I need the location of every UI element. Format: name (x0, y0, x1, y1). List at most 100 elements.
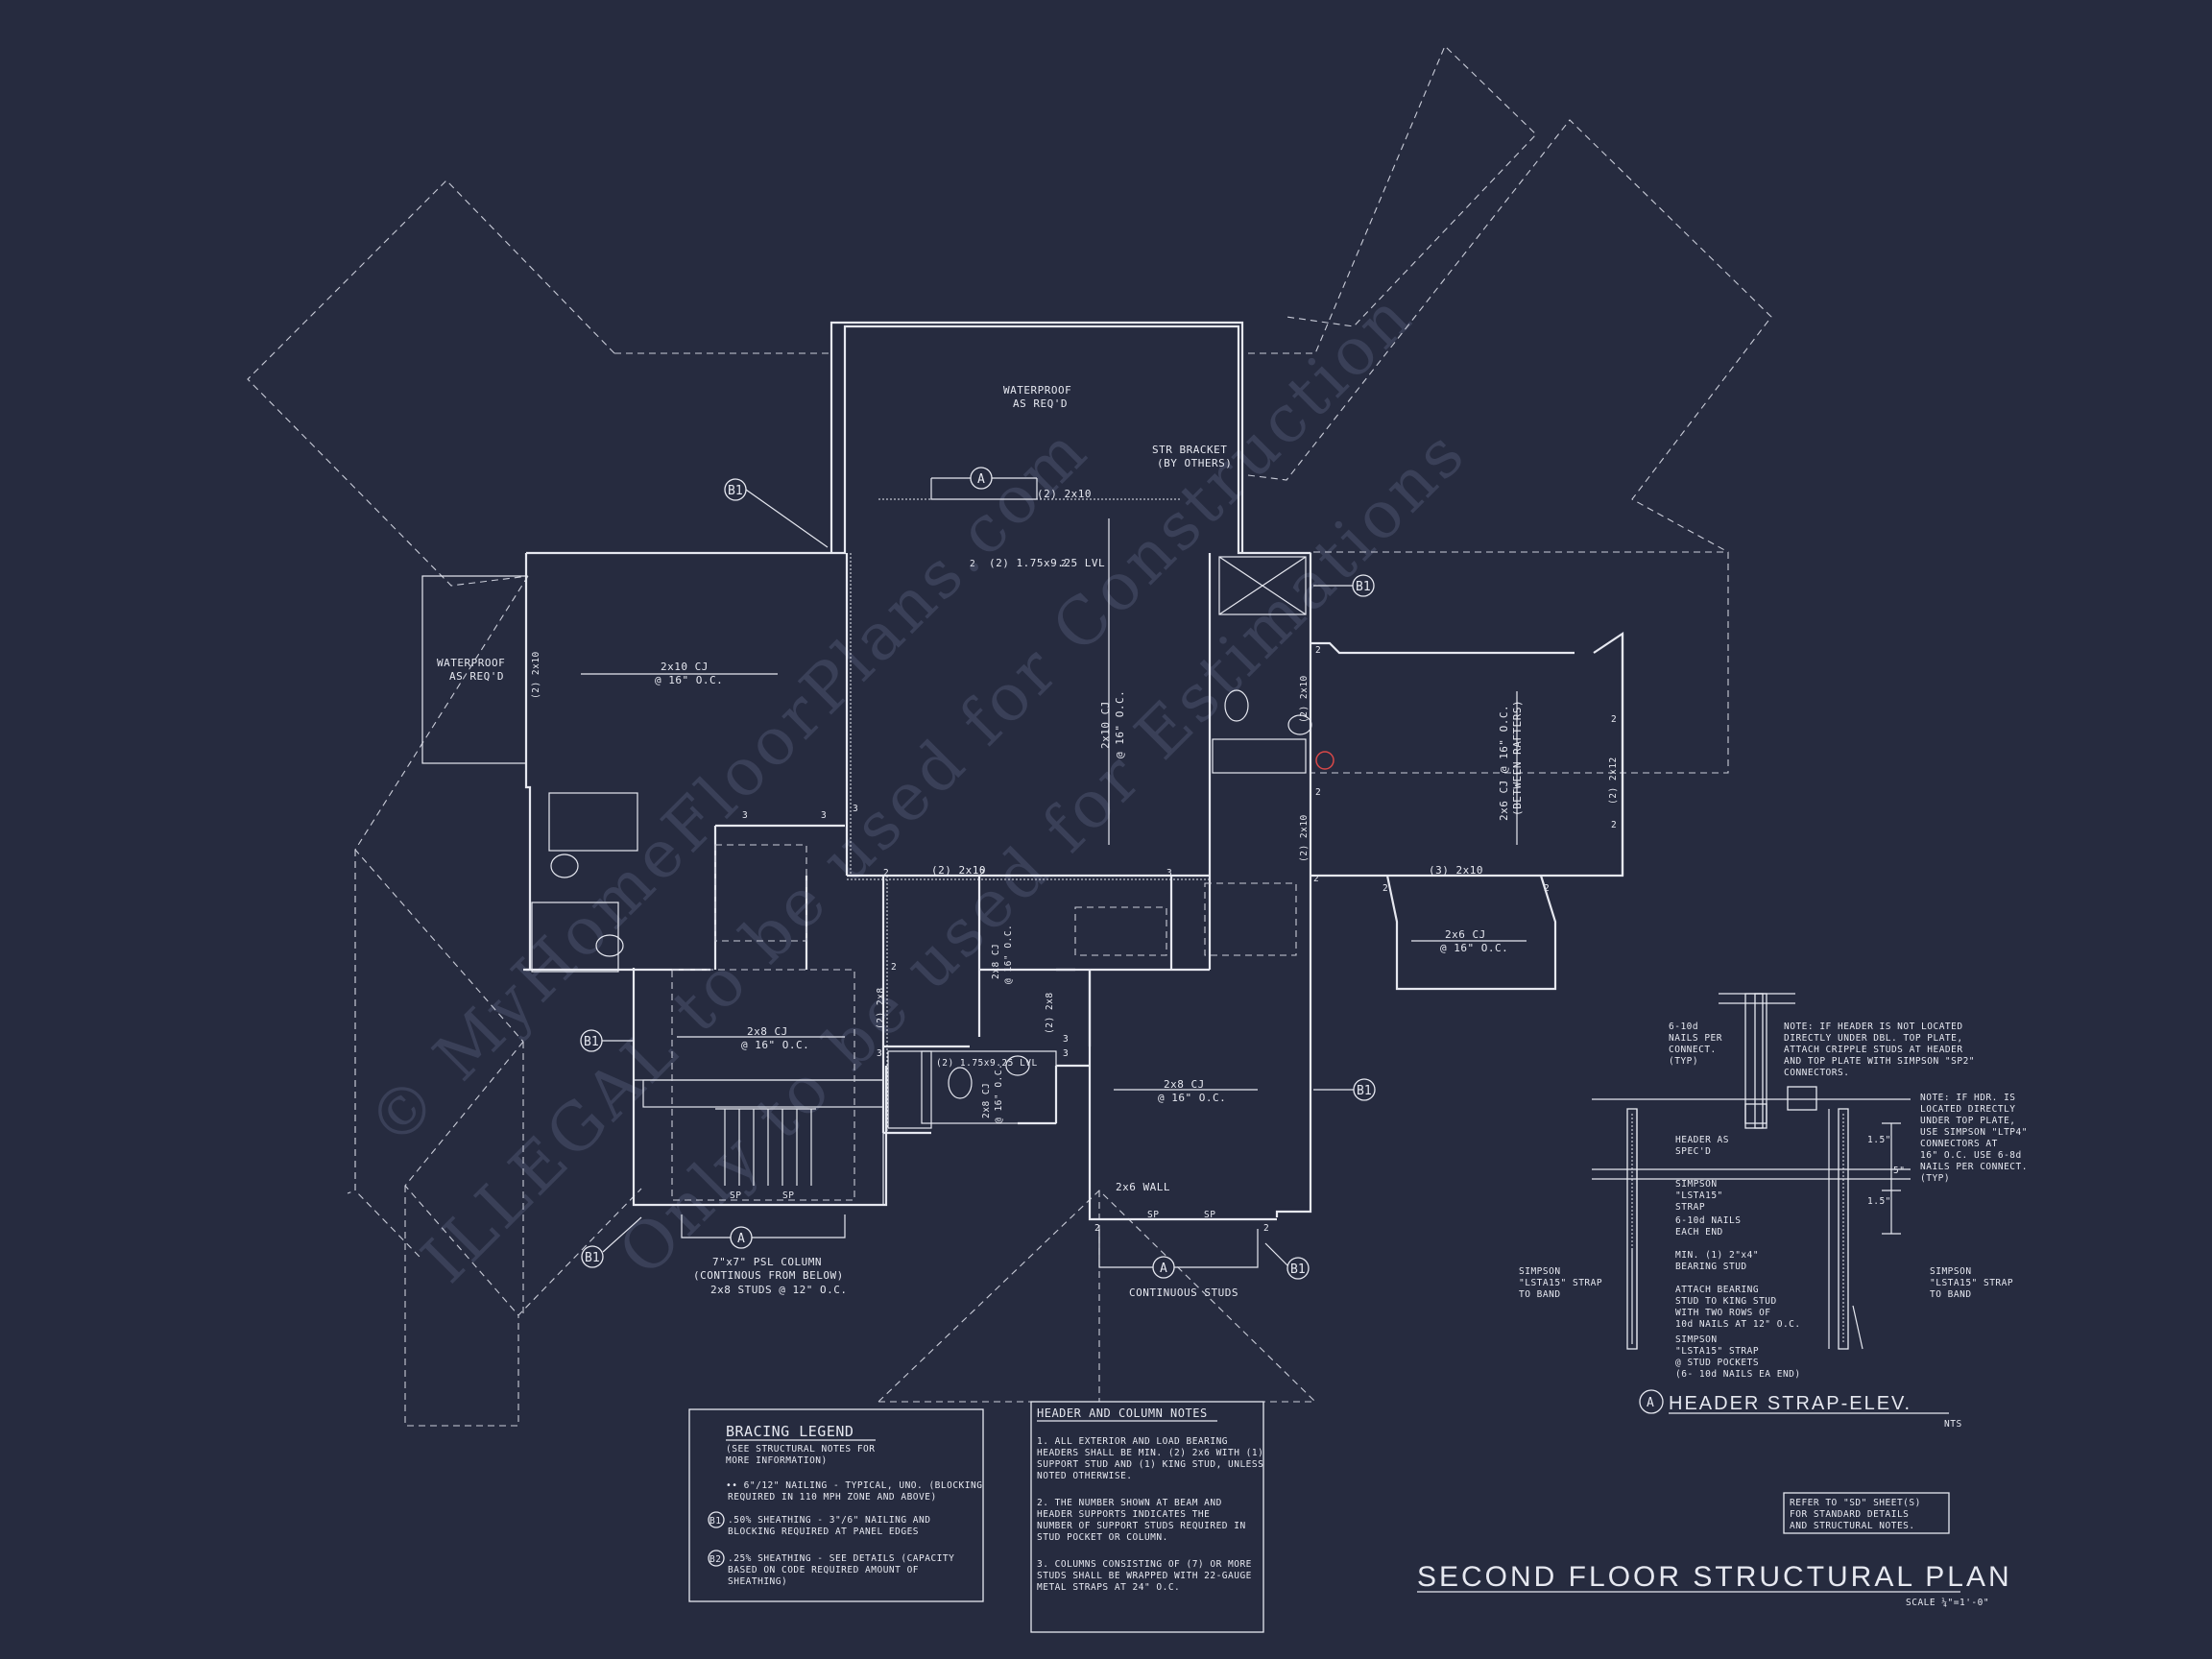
detail-note-top-4: AND TOP PLATE WITH SIMPSON "SP2" (1784, 1056, 1975, 1067)
bracing-intro-2: MORE INFORMATION) (726, 1455, 828, 1466)
stud-count: 2 (1313, 874, 1319, 884)
sink-icon (1287, 714, 1312, 735)
svg-text:B1: B1 (1357, 1084, 1372, 1098)
stud-count: 2 (1544, 883, 1550, 894)
header-note3-1: 3. COLUMNS CONSISTING OF (7) OR MORE (1037, 1559, 1252, 1570)
header-note2-2: HEADER SUPPORTS INDICATES THE (1037, 1509, 1210, 1520)
bracing-item3-tag: B2 (709, 1554, 721, 1565)
detail-strap-left-1: SIMPSON (1519, 1266, 1561, 1277)
ref-note-1: REFER TO "SD" SHEET(S) (1790, 1498, 1921, 1508)
ref-note-2: FOR STANDARD DETAILS (1790, 1509, 1909, 1520)
bracing-item1-2: REQUIRED IN 110 MPH ZONE AND ABOVE) (728, 1492, 937, 1503)
title-block: SECOND FLOOR STRUCTURAL PLAN SCALE ¼"=1'… (1417, 1561, 2009, 1608)
walls (421, 321, 1624, 1221)
label-waterproof-top-1: WATERPROOF (1003, 384, 1071, 397)
detail-attach-3: WITH TWO ROWS OF (1675, 1308, 1771, 1318)
label-continuous-studs: CONTINUOUS STUDS (1129, 1286, 1238, 1299)
detail-strap-left-3: TO BAND (1519, 1289, 1561, 1300)
svg-text:B1: B1 (585, 1251, 600, 1265)
stud-count: 2 (891, 962, 897, 973)
watermark: © MyHomeFloorPlans.com ILLEGAL to be use… (353, 277, 1481, 1298)
detail-note-right-5: CONNECTORS AT (1920, 1139, 1998, 1149)
detail-dim3: 1.5" (1867, 1196, 1891, 1207)
reference-note: REFER TO "SD" SHEET(S) FOR STANDARD DETA… (1783, 1492, 1950, 1534)
detail-note-right-3: UNDER TOP PLATE, (1920, 1116, 2016, 1126)
label-hdr-right-v2: (2) 2x10 (1299, 814, 1310, 862)
header-column-notes: HEADER AND COLUMN NOTES 1. ALL EXTERIOR … (1030, 1401, 1264, 1633)
stud-count: 2 (1611, 820, 1617, 830)
label-waterproof-left-2: AS REQ'D (449, 670, 504, 683)
tag-a: A (681, 1214, 846, 1249)
stud-count: 3 (1166, 868, 1172, 878)
label-cj-right-1: 2x6 CJ @ 16" O.C. (1498, 705, 1510, 821)
label-cj-bay-1: 2x6 CJ (1445, 928, 1486, 941)
stud-count: 2 (1382, 883, 1388, 894)
tag-b1: B1 (1313, 574, 1375, 597)
page-scale: SCALE ¼"=1'-0" (1906, 1598, 1989, 1608)
detail-attach-2: STUD TO KING STUD (1675, 1296, 1777, 1307)
watermark-line2: ILLEGAL to be used for Construction (408, 277, 1429, 1298)
detail-nails-top-2: NAILS PER (1669, 1033, 1722, 1044)
plan-labels: WATERPROOF AS REQ'D WATERPROOF AS REQ'D … (437, 384, 1619, 1299)
header-note1-2: HEADERS SHALL BE MIN. (2) 2x6 WITH (1) (1037, 1448, 1263, 1458)
label-sp: SP (1147, 1210, 1159, 1220)
stud-count: 3 (821, 810, 827, 821)
header-strap-detail: A HEADER STRAP-ELEV. NTS NOTE: IF HEADER… (1519, 993, 2028, 1430)
fixtures (550, 689, 1334, 1099)
watermark-line1: © MyHomeFloorPlans.com (353, 412, 1103, 1162)
header-note2-3: NUMBER OF SUPPORT STUDS REQUIRED IN (1037, 1521, 1246, 1531)
sink-icon (595, 934, 624, 957)
label-waterproof-left-1: WATERPROOF (437, 657, 505, 669)
detail-tag: A (1647, 1396, 1654, 1410)
tag-b1: B1 (581, 1216, 642, 1268)
stair-treads (724, 1109, 812, 1186)
detail-note-top-2: DIRECTLY UNDER DBL. TOP PLATE, (1784, 1033, 1963, 1044)
detail-strap-pocket-3: @ STUD POCKETS (1675, 1358, 1759, 1368)
detail-strap-right-1: SIMPSON (1930, 1266, 1972, 1277)
tag-b1: B1 (1264, 1242, 1310, 1280)
bracing-item3-1: .25% SHEATHING - SEE DETAILS (CAPACITY (728, 1553, 954, 1564)
stud-count: 2 (1263, 1223, 1269, 1234)
label-hdr-2x8-a: (2) 2x8 (876, 987, 886, 1029)
svg-text:B1: B1 (728, 484, 743, 498)
label-cj-small2-1: 2x8 CJ (981, 1083, 992, 1118)
label-cj-small1-1: 2x8 CJ (991, 944, 1001, 979)
detail-note-right-6: 16" O.C. USE 6-8d (1920, 1150, 2022, 1161)
stud-count: 2 (1611, 714, 1617, 725)
marker-icon (1315, 751, 1334, 770)
header-note2-1: 2. THE NUMBER SHOWN AT BEAM AND (1037, 1498, 1222, 1508)
bracing-item1-1: •• 6"/12" NAILING - TYPICAL, UNO. (BLOCK… (726, 1480, 982, 1491)
sink-icon (1005, 1055, 1030, 1076)
label-hdr-2x8-b: (2) 2x8 (1045, 992, 1055, 1034)
label-sp: SP (730, 1190, 741, 1201)
header-note3-3: METAL STRAPS AT 24" O.C. (1037, 1582, 1180, 1593)
header-note3-2: STUDS SHALL BE WRAPPED WITH 22-GAUGE (1037, 1571, 1252, 1581)
bracing-item2-tag: B1 (709, 1516, 721, 1527)
label-hdr-2x12: (2) 2x12 (1608, 757, 1619, 805)
label-cj-mid-right-1: 2x8 CJ (1164, 1078, 1205, 1091)
detail-note-right-8: (TYP) (1920, 1173, 1950, 1184)
detail-note-top-1: NOTE: IF HEADER IS NOT LOCATED (1784, 1022, 1963, 1032)
callout-tags: B1 B1 B1 B1 B1 B1 A (580, 467, 1376, 1280)
detail-strap1-3: STRAP (1675, 1202, 1705, 1213)
label-cj-bay-2: @ 16" O.C. (1440, 942, 1508, 954)
bracing-legend: BRACING LEGEND (SEE STRUCTURAL NOTES FOR… (688, 1408, 984, 1602)
label-hdr-3-2x10: (3) 2x10 (1429, 864, 1483, 877)
svg-text:A: A (1160, 1262, 1167, 1276)
svg-text:B1: B1 (1356, 580, 1371, 594)
stud-count: 2 (979, 868, 985, 878)
label-header-top1: (2) 2x10 (1037, 488, 1092, 500)
header-note1-3: SUPPORT STUD AND (1) KING STUD, UNLESS (1037, 1459, 1263, 1470)
stud-count: 2 (970, 559, 975, 569)
label-cj-mid-right-2: @ 16" O.C. (1158, 1092, 1226, 1104)
joist-lines (581, 518, 1527, 1091)
svg-text:A: A (977, 472, 985, 487)
detail-strap-left-2: "LSTA15" STRAP (1519, 1278, 1602, 1288)
label-cj-mid-left-1: 2x8 CJ (747, 1025, 788, 1038)
detail-attach-4: 10d NAILS AT 12" O.C. (1675, 1319, 1801, 1330)
detail-nails-each-2: EACH END (1675, 1227, 1723, 1238)
label-cj-left-2: @ 16" O.C. (655, 674, 723, 686)
label-hdr-right-v1: (2) 2x10 (1299, 675, 1310, 723)
detail-note-right-4: USE SIMPSON "LTP4" (1920, 1127, 2028, 1138)
